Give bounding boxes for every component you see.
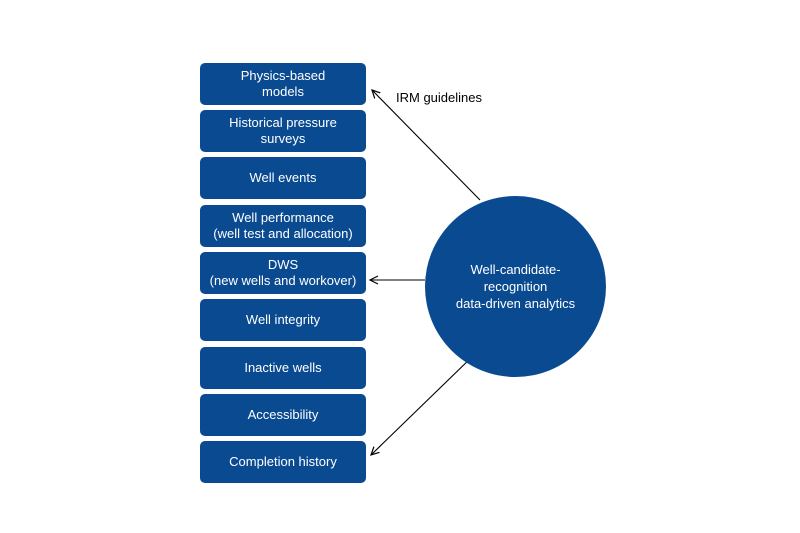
box-label-line1: Well events <box>249 170 317 185</box>
box-well-events: Well events <box>200 157 366 199</box>
box-historical-pressure-surveys: Historical pressure surveys <box>200 110 366 152</box>
box-label-line1: DWS <box>267 257 299 272</box>
box-label-line2: surveys <box>260 131 306 146</box>
box-label-line2: models <box>262 84 304 99</box>
box-label-line2: (well test and allocation) <box>213 226 353 241</box>
center-label-line2: recognition <box>483 279 548 294</box>
center-circle-analytics: Well-candidate- recognition data-driven … <box>425 196 606 377</box>
box-label-line1: Well integrity <box>245 312 321 327</box>
box-label-line1: Accessibility <box>247 407 319 422</box>
box-physics-based-models: Physics-based models <box>200 63 366 105</box>
box-label-line2: (new wells and workover) <box>209 273 357 288</box>
center-label-line3: data-driven analytics <box>455 296 576 311</box>
irm-guidelines-label: IRM guidelines <box>396 90 482 105</box>
box-label-line1: Physics-based <box>240 68 326 83</box>
box-label-line1: Completion history <box>229 454 337 469</box>
box-label-line1: Well performance <box>232 210 334 225</box>
box-label-line1: Historical pressure <box>229 115 337 130</box>
arrow-to-physics-based-models <box>372 90 481 201</box>
box-completion-history: Completion history <box>200 441 366 483</box>
box-well-performance: Well performance (well test and allocati… <box>200 205 366 247</box>
box-well-integrity: Well integrity <box>200 299 366 341</box>
center-label-line1: Well-candidate- <box>470 262 561 277</box>
box-accessibility: Accessibility <box>200 394 366 436</box>
box-label-line1: Inactive wells <box>244 360 322 375</box>
box-dws: DWS (new wells and workover) <box>200 252 366 294</box>
arrow-to-completion-history <box>371 353 476 455</box>
box-inactive-wells: Inactive wells <box>200 347 366 389</box>
